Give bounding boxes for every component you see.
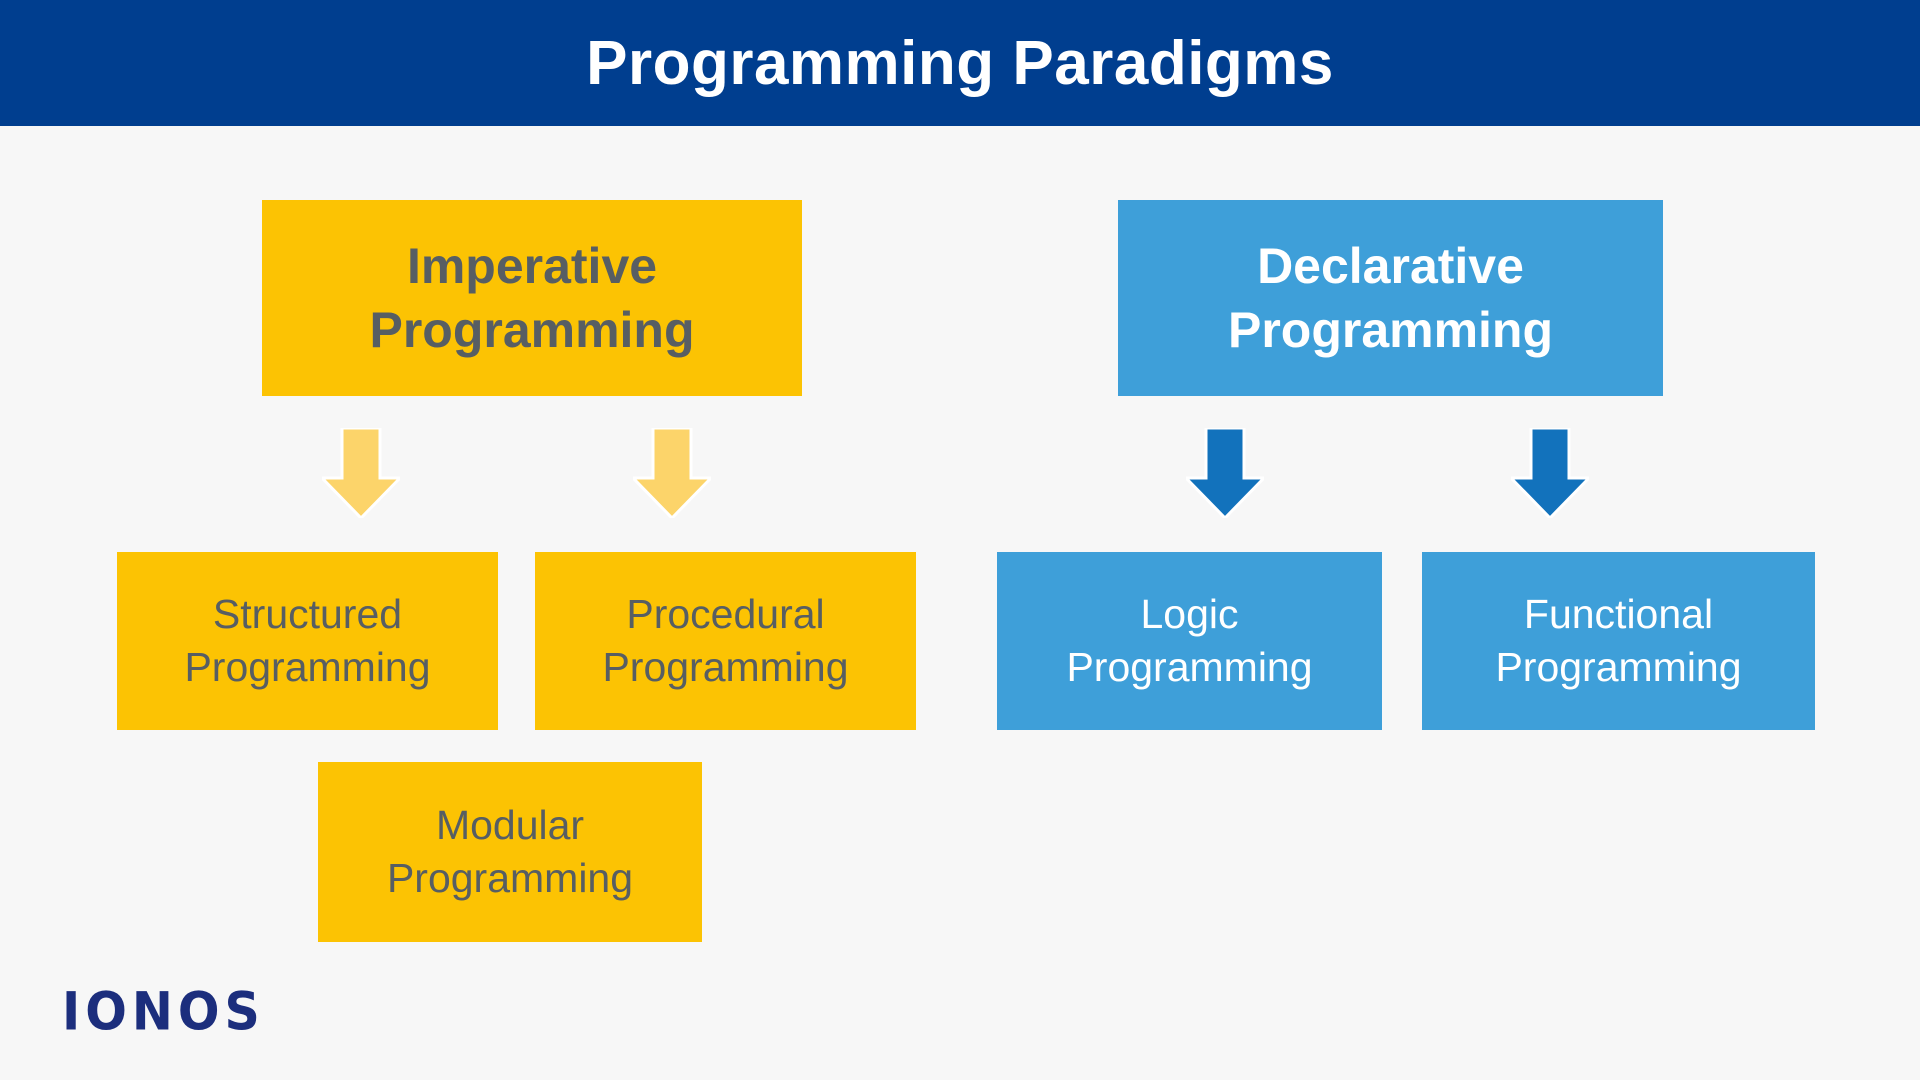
down-arrow-icon — [322, 428, 400, 518]
header-bar: Programming Paradigms — [0, 0, 1920, 126]
functional-programming-label: Functional Programming — [1495, 591, 1742, 690]
procedural-programming-box: Procedural Programming — [535, 552, 916, 730]
imperative-programming-box: Imperative Programming — [262, 200, 802, 396]
modular-programming-box: Modular Programming — [318, 762, 702, 942]
functional-programming-box: Functional Programming — [1422, 552, 1815, 730]
declarative-programming-label: Declarative Programming — [1227, 238, 1554, 358]
logic-programming-box: Logic Programming — [997, 552, 1382, 730]
procedural-programming-label: Procedural Programming — [602, 591, 849, 690]
ionos-logo: IONOS — [62, 980, 265, 1043]
down-arrow-icon — [633, 428, 711, 518]
declarative-programming-box: Declarative Programming — [1118, 200, 1663, 396]
imperative-programming-label: Imperative Programming — [369, 238, 695, 358]
page-title: Programming Paradigms — [586, 28, 1334, 98]
down-arrow-icon — [1511, 428, 1589, 518]
logic-programming-label: Logic Programming — [1066, 591, 1313, 690]
structured-programming-box: Structured Programming — [117, 552, 498, 730]
down-arrow-icon — [1186, 428, 1264, 518]
modular-programming-label: Modular Programming — [386, 802, 634, 901]
structured-programming-label: Structured Programming — [184, 591, 431, 690]
